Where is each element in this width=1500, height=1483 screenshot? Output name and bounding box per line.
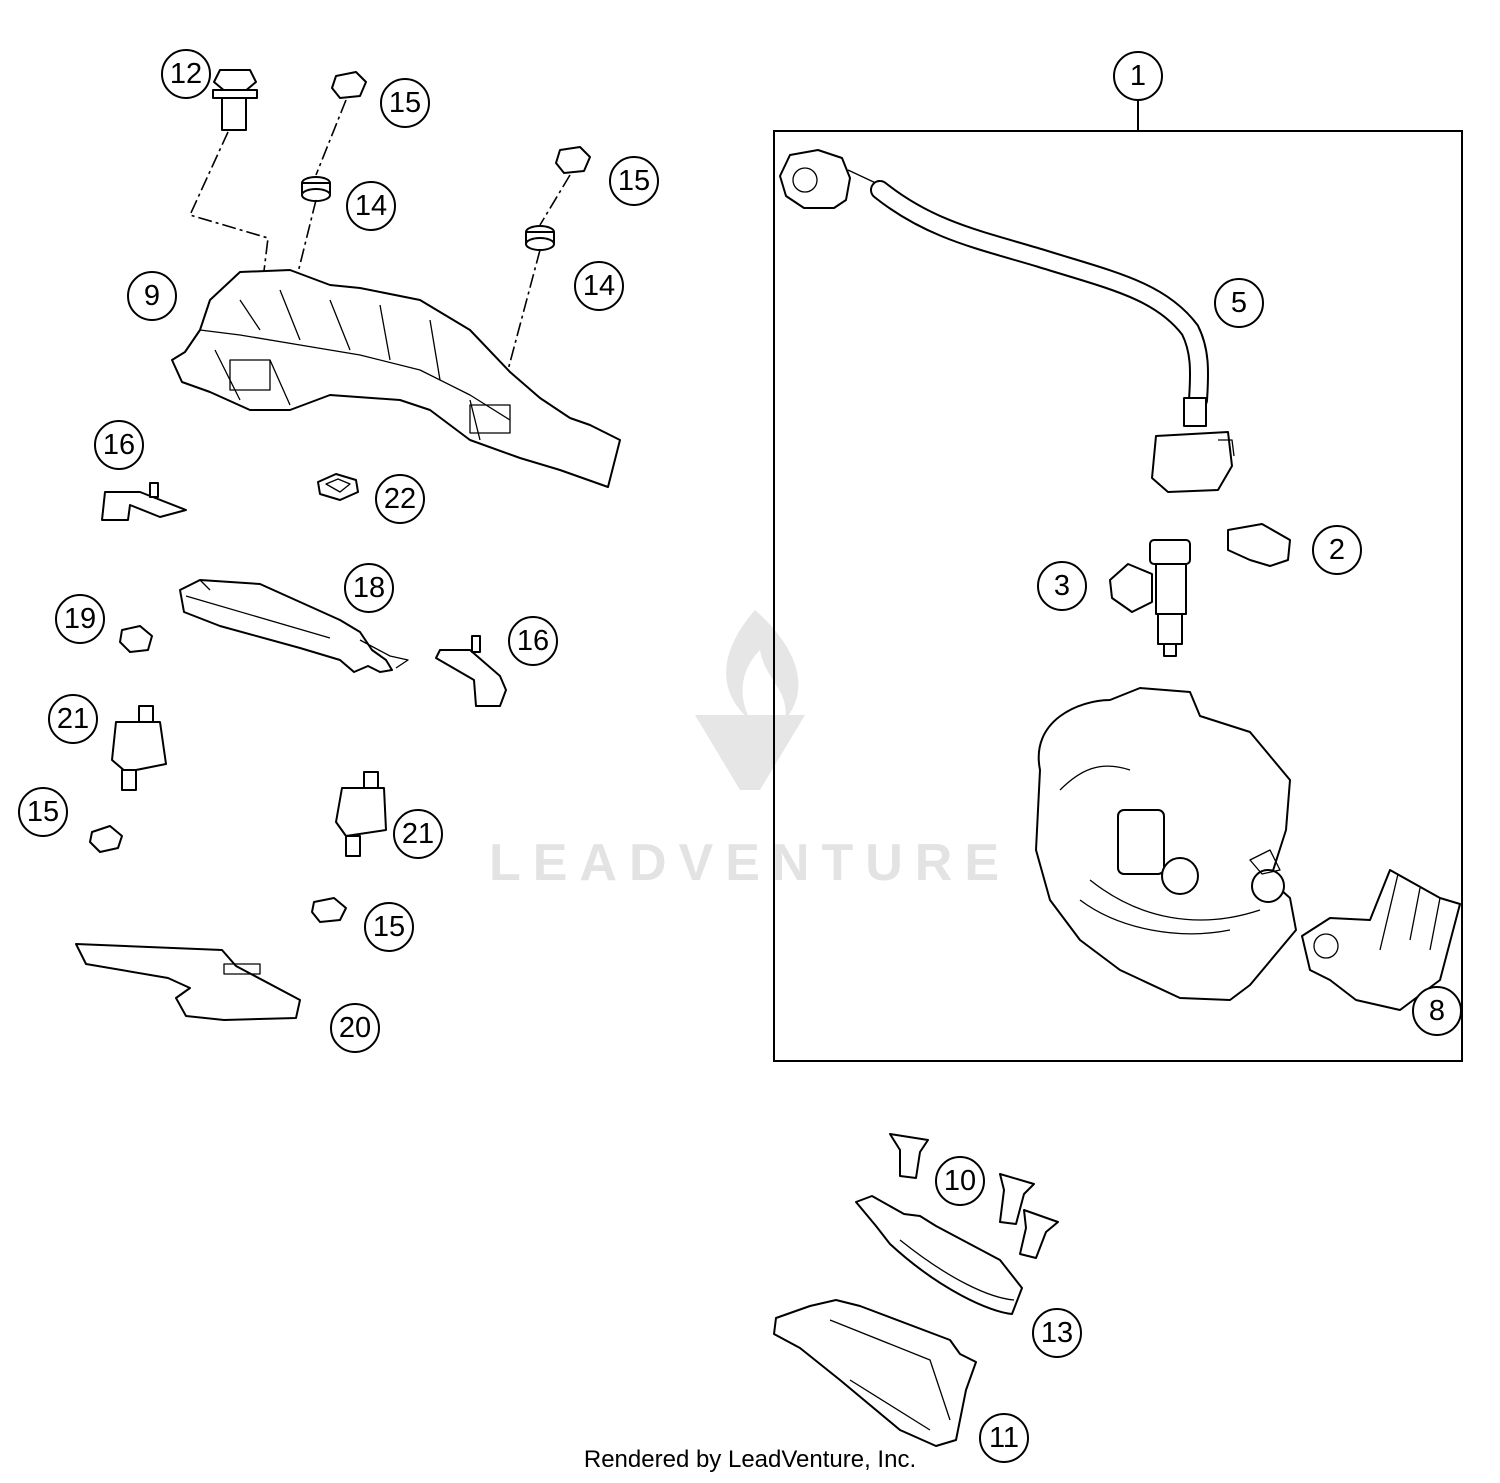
bolt-12 <box>212 69 258 131</box>
washer-14-right <box>525 225 555 251</box>
clamp-13 <box>855 1195 1023 1315</box>
svg-text:8: 8 <box>1429 995 1445 1027</box>
nut-15-lower-right <box>311 897 347 923</box>
callout-21-right: 21 <box>393 809 443 859</box>
callout-3: 3 <box>1037 561 1087 611</box>
callout-15-lower-left: 15 <box>18 787 68 837</box>
screw-10-b <box>999 1173 1035 1225</box>
svg-text:15: 15 <box>618 165 650 197</box>
svg-text:14: 14 <box>583 270 615 302</box>
nut-15-top-right <box>555 146 591 174</box>
leader-bolt-12 <box>188 131 269 371</box>
svg-text:20: 20 <box>339 1012 371 1044</box>
svg-text:14: 14 <box>355 190 387 222</box>
svg-text:15: 15 <box>27 796 59 828</box>
injector-3 <box>1109 539 1191 657</box>
ecu-18 <box>179 579 409 673</box>
svg-text:11: 11 <box>989 1422 1019 1454</box>
svg-text:5: 5 <box>1231 287 1247 319</box>
callout-21-left: 21 <box>48 694 98 744</box>
callout-13: 13 <box>1032 1308 1082 1358</box>
callout-19: 19 <box>55 594 105 644</box>
sensor-8 <box>1301 869 1461 1011</box>
svg-text:2: 2 <box>1329 534 1345 566</box>
svg-text:16: 16 <box>517 625 549 657</box>
throttle-body <box>1035 687 1297 1001</box>
svg-text:13: 13 <box>1041 1317 1073 1349</box>
svg-text:18: 18 <box>353 572 385 604</box>
callout-5: 5 <box>1214 278 1264 328</box>
assembly-group-box <box>773 130 1463 1062</box>
nut-19 <box>119 625 153 653</box>
callout-15-top-right: 15 <box>609 156 659 206</box>
svg-text:21: 21 <box>57 703 89 735</box>
cover-9 <box>171 269 621 488</box>
callout-9: 9 <box>127 271 177 321</box>
clip-2 <box>1227 523 1291 567</box>
svg-text:3: 3 <box>1054 570 1070 602</box>
callout-16-upper: 16 <box>94 420 144 470</box>
watermark: LEADVENTURE <box>489 610 1011 892</box>
svg-text:9: 9 <box>144 280 160 312</box>
svg-text:21: 21 <box>402 818 434 850</box>
callout-2: 2 <box>1312 525 1362 575</box>
callout-16-lower: 16 <box>508 616 558 666</box>
svg-text:15: 15 <box>389 87 421 119</box>
callout-20: 20 <box>330 1003 380 1053</box>
fuel-hose-5 <box>779 149 1235 493</box>
washer-14-left <box>301 176 331 202</box>
rubber-damper-21-left <box>111 705 167 791</box>
callout-14-right: 14 <box>574 261 624 311</box>
svg-text:22: 22 <box>384 483 416 515</box>
leader-nut-15-right <box>499 174 571 401</box>
bracket-16-lower <box>435 635 507 707</box>
svg-text:12: 12 <box>170 58 202 90</box>
screw-10-c <box>1019 1209 1059 1259</box>
callout-10: 10 <box>935 1156 985 1206</box>
rubber-damper-21-right <box>335 771 387 857</box>
svg-text:15: 15 <box>373 911 405 943</box>
callout-15-top-left: 15 <box>380 78 430 128</box>
callout-8: 8 <box>1412 986 1462 1036</box>
nut-15-top-left <box>331 71 367 99</box>
plate-20 <box>75 943 301 1021</box>
svg-text:10: 10 <box>944 1165 976 1197</box>
grommet-22 <box>317 473 359 501</box>
screw-10-a <box>889 1133 929 1179</box>
bracket-16-upper <box>101 482 187 521</box>
svg-text:16: 16 <box>103 429 135 461</box>
nut-15-lower-left <box>89 825 123 853</box>
svg-text:1: 1 <box>1130 60 1146 92</box>
flange-11 <box>773 1299 977 1447</box>
leadventure-flame-logo <box>695 610 805 790</box>
callout-15-lower-right: 15 <box>364 902 414 952</box>
callout-18: 18 <box>344 563 394 613</box>
callout-14-left: 14 <box>346 181 396 231</box>
callout-1: 1 <box>1113 51 1163 101</box>
watermark-text: LEADVENTURE <box>489 834 1011 892</box>
callout-22: 22 <box>375 474 425 524</box>
callout-12: 12 <box>161 49 211 99</box>
svg-text:19: 19 <box>64 603 96 635</box>
footer-credit: Rendered by LeadVenture, Inc. <box>583 1446 917 1473</box>
callout-11: 11 <box>979 1413 1029 1463</box>
